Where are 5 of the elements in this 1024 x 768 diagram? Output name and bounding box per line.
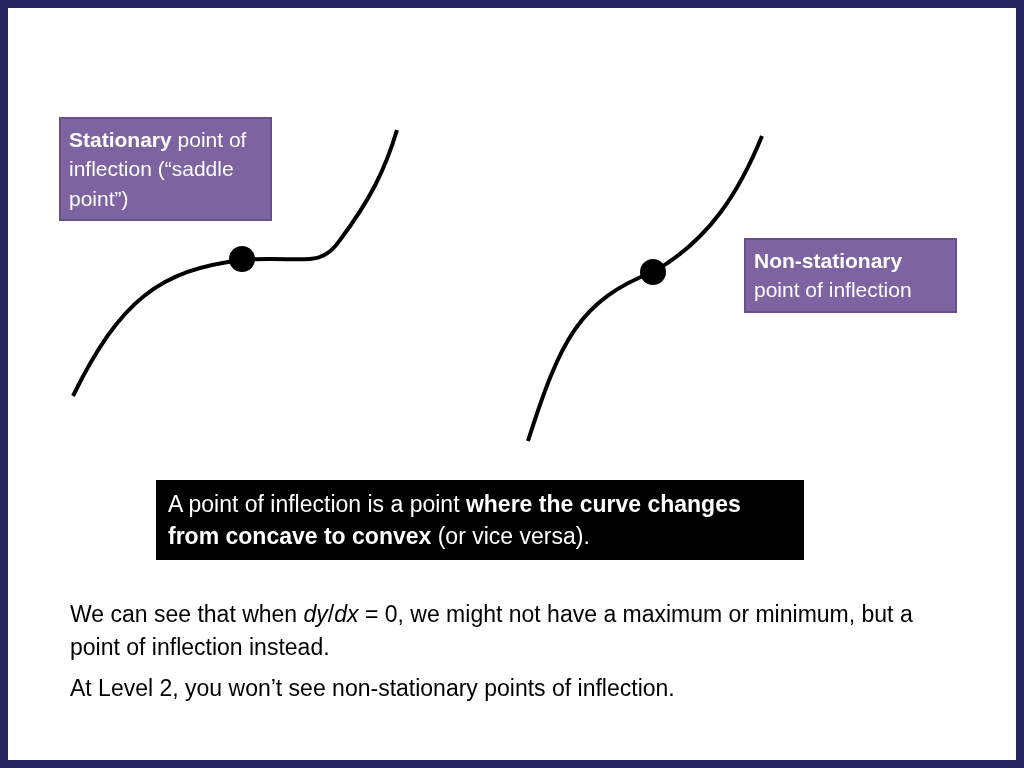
label-box: Stationary point of inflection (“saddle point”) bbox=[59, 117, 272, 222]
body-text: We can see that when dy/dx = 0, we might not have a maximum or minimum, but a point of inflection instead. bbox=[70, 600, 914, 663]
label-box: Non-stationary point of inflection bbox=[744, 238, 957, 313]
body-text: At Level 2, you won’t see non-stationary points of inflection. bbox=[70, 674, 676, 703]
definition-box: A point of inflection is a point where the curve changes from concave to convex (or vice versa). bbox=[156, 480, 804, 561]
